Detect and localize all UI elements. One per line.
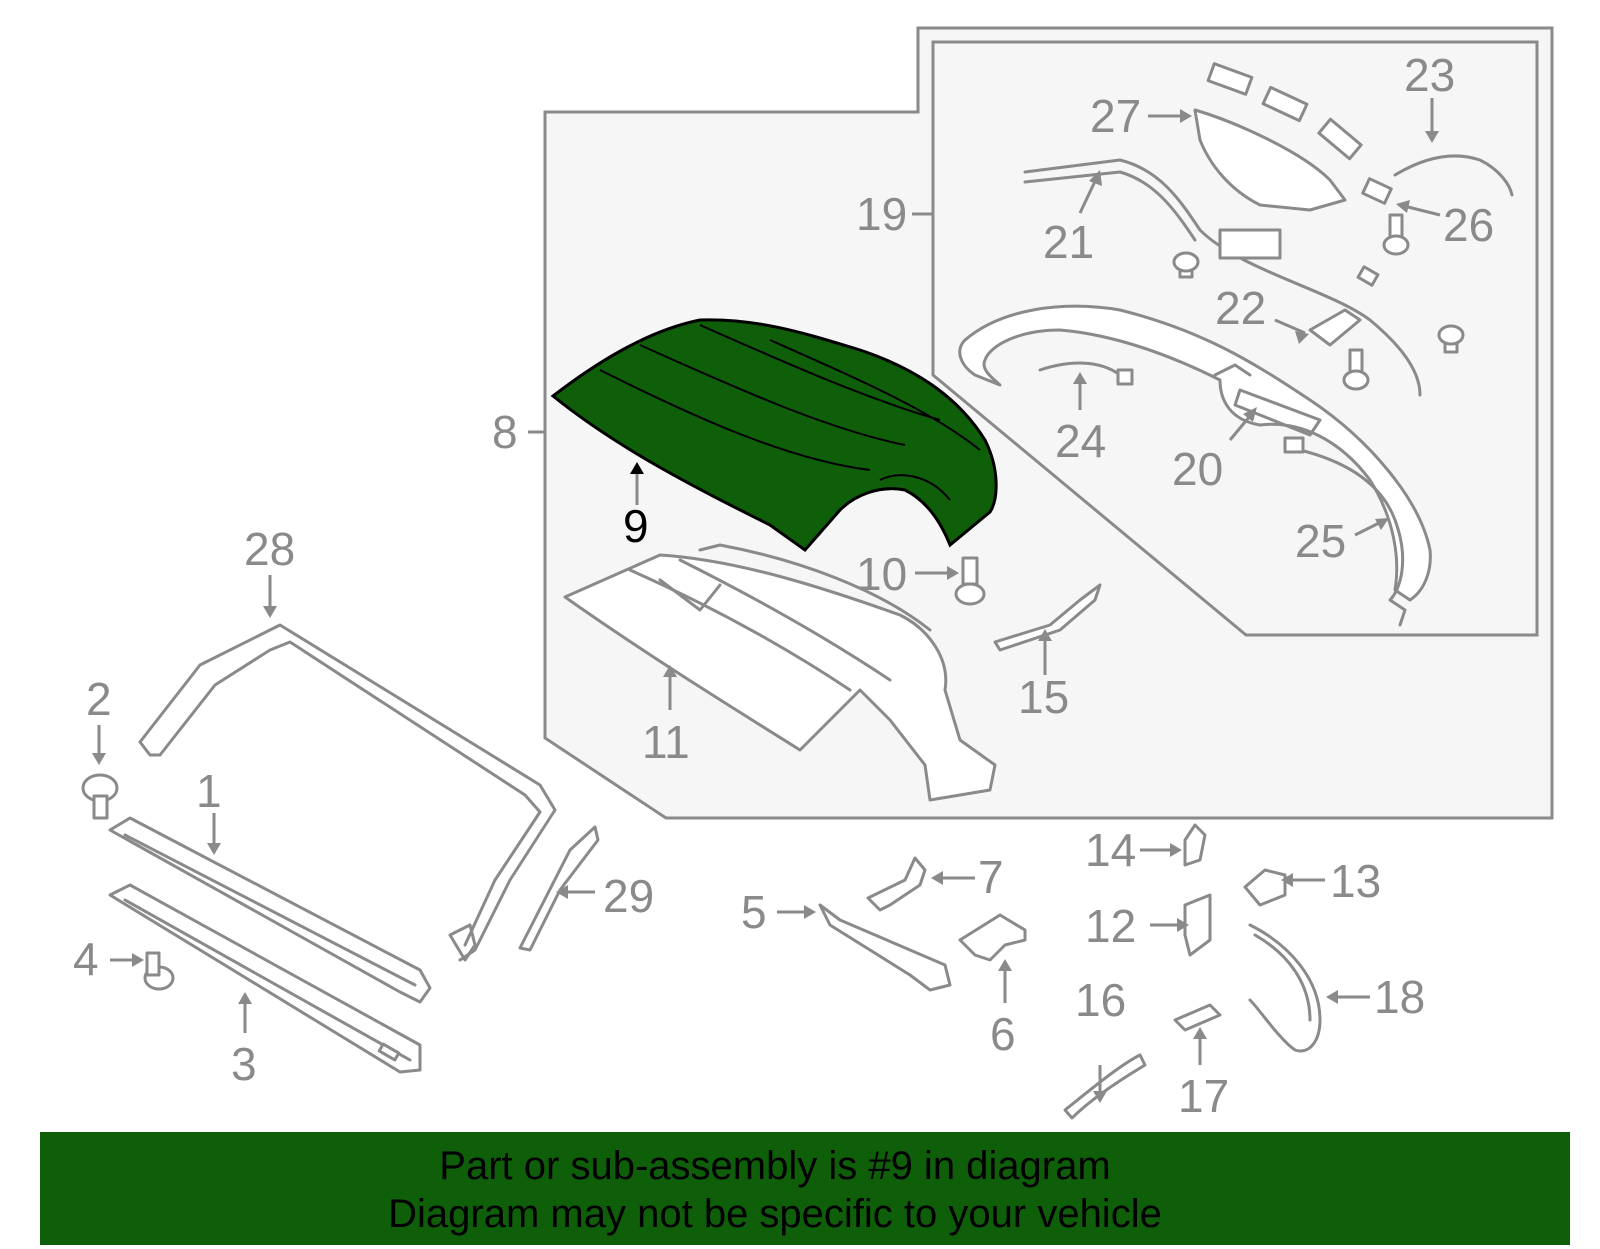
- callout-1[interactable]: 1: [196, 765, 222, 817]
- part-27-cover[interactable]: [1193, 62, 1363, 212]
- part-6-bracket[interactable]: [958, 913, 1027, 962]
- callout-6[interactable]: 6: [990, 1008, 1016, 1060]
- part-3-rail[interactable]: [108, 883, 422, 1074]
- part-14-clip[interactable]: [1183, 823, 1207, 867]
- part-7-bracket[interactable]: [866, 856, 927, 912]
- part-1-header[interactable]: [108, 816, 432, 1004]
- callout-20[interactable]: 20: [1172, 443, 1223, 495]
- callout-12[interactable]: 12: [1085, 900, 1136, 952]
- part-17-clip[interactable]: [1173, 1003, 1222, 1032]
- leader-lines: [92, 98, 1441, 1103]
- callout-27[interactable]: 27: [1090, 90, 1141, 142]
- callout-16[interactable]: 16: [1075, 974, 1126, 1026]
- callout-21[interactable]: 21: [1043, 216, 1094, 268]
- part-20-trim[interactable]: [958, 304, 1432, 602]
- part-4-bolt[interactable]: [143, 951, 175, 991]
- callout-22[interactable]: 22: [1215, 282, 1266, 334]
- callout-25[interactable]: 25: [1295, 515, 1346, 567]
- callout-29[interactable]: 29: [603, 870, 654, 922]
- part-26-pad[interactable]: [1361, 177, 1393, 205]
- banner-line-2: Diagram may not be specific to your vehi…: [388, 1192, 1162, 1236]
- callout-3[interactable]: 3: [231, 1038, 257, 1090]
- callout-7[interactable]: 7: [978, 851, 1004, 903]
- callout-13[interactable]: 13: [1330, 855, 1381, 907]
- callout-17[interactable]: 17: [1178, 1070, 1229, 1122]
- part-25-cable[interactable]: [1283, 436, 1407, 627]
- part-29-molding[interactable]: [518, 825, 600, 952]
- part-12-clip[interactable]: [1183, 893, 1212, 957]
- callout-24[interactable]: 24: [1055, 415, 1106, 467]
- banner-line-1: Part or sub-assembly is #9 in diagram: [439, 1144, 1111, 1188]
- part-15-bracket[interactable]: [993, 583, 1102, 652]
- callout-5[interactable]: 5: [741, 886, 767, 938]
- callout-labels: 1 2 3 4 5 6 7 8 9 10 11 12 13 14 15 16 1…: [73, 49, 1494, 1122]
- callout-15[interactable]: 15: [1018, 671, 1069, 723]
- part-18-seal[interactable]: [1248, 923, 1322, 1053]
- part-16-molding[interactable]: [1063, 1053, 1147, 1120]
- part-28-windshield-frame[interactable]: [138, 623, 557, 962]
- callout-8[interactable]: 8: [492, 406, 518, 458]
- callout-4[interactable]: 4: [73, 933, 99, 985]
- callout-18[interactable]: 18: [1374, 971, 1425, 1023]
- info-banner: Part or sub-assembly is #9 in diagram Di…: [40, 1132, 1570, 1245]
- box19-bolts: [1172, 213, 1465, 391]
- part-13-clip[interactable]: [1243, 868, 1287, 907]
- callout-10[interactable]: 10: [856, 548, 907, 600]
- part-2-bolt[interactable]: [81, 773, 119, 820]
- part-9-soft-top[interactable]: [550, 318, 998, 553]
- part-22-clip[interactable]: [1308, 308, 1362, 347]
- callout-28[interactable]: 28: [244, 523, 295, 575]
- callout-2[interactable]: 2: [86, 673, 112, 725]
- part-10-bolt[interactable]: [954, 556, 986, 606]
- part-11-top-frame[interactable]: [563, 543, 997, 802]
- callout-9[interactable]: 9: [623, 500, 649, 552]
- callout-11[interactable]: 11: [642, 716, 690, 768]
- callout-19[interactable]: 19: [856, 188, 907, 240]
- part-23-wire[interactable]: [1393, 154, 1514, 197]
- part-21-cable[interactable]: [1023, 158, 1422, 397]
- callout-23[interactable]: 23: [1404, 49, 1455, 101]
- callout-14[interactable]: 14: [1085, 824, 1136, 876]
- part-5-rail[interactable]: [818, 903, 952, 992]
- callout-26[interactable]: 26: [1443, 199, 1494, 251]
